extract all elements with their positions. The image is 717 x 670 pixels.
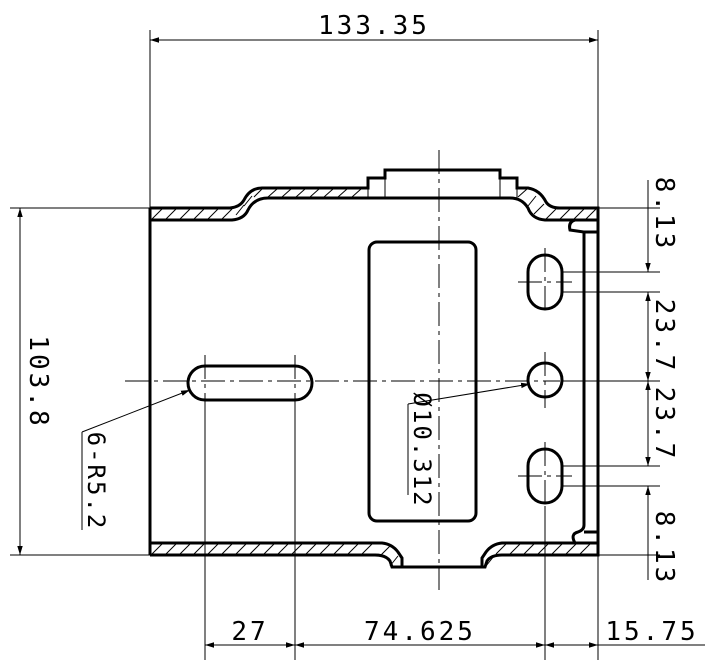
dim-15-75: 15.75 xyxy=(605,617,698,647)
dim-23-7-lower: 23.7 xyxy=(649,387,679,462)
left-slot xyxy=(186,364,314,402)
hole-diameter-callout: Ø10.312 xyxy=(407,382,531,508)
dim-74-625: 74.625 xyxy=(364,617,476,647)
bottom-wall-hatching xyxy=(151,543,591,567)
top-wall-hatching xyxy=(151,188,597,220)
right-dimensions: 8.13 23.7 23.7 8.13 xyxy=(562,177,679,586)
overall-width-dimension: 133.35 xyxy=(149,11,599,208)
hole-diameter-label: Ø10.312 xyxy=(408,392,436,507)
overall-height-dimension: 103.8 xyxy=(10,207,150,556)
overall-height-value: 103.8 xyxy=(23,335,53,428)
dim-27: 27 xyxy=(231,617,268,647)
part-body xyxy=(148,168,600,569)
bottom-dimensions: 27 74.625 15.75 xyxy=(204,400,705,660)
dim-23-7-upper: 23.7 xyxy=(649,299,679,374)
dim-8-13-top: 8.13 xyxy=(649,177,679,252)
slot-radius-label: 6-R5.2 xyxy=(82,432,110,531)
dim-8-13-bottom: 8.13 xyxy=(649,511,679,586)
slot-radius-callout: 6-R5.2 xyxy=(81,389,191,531)
overall-width-value: 133.35 xyxy=(318,11,430,41)
